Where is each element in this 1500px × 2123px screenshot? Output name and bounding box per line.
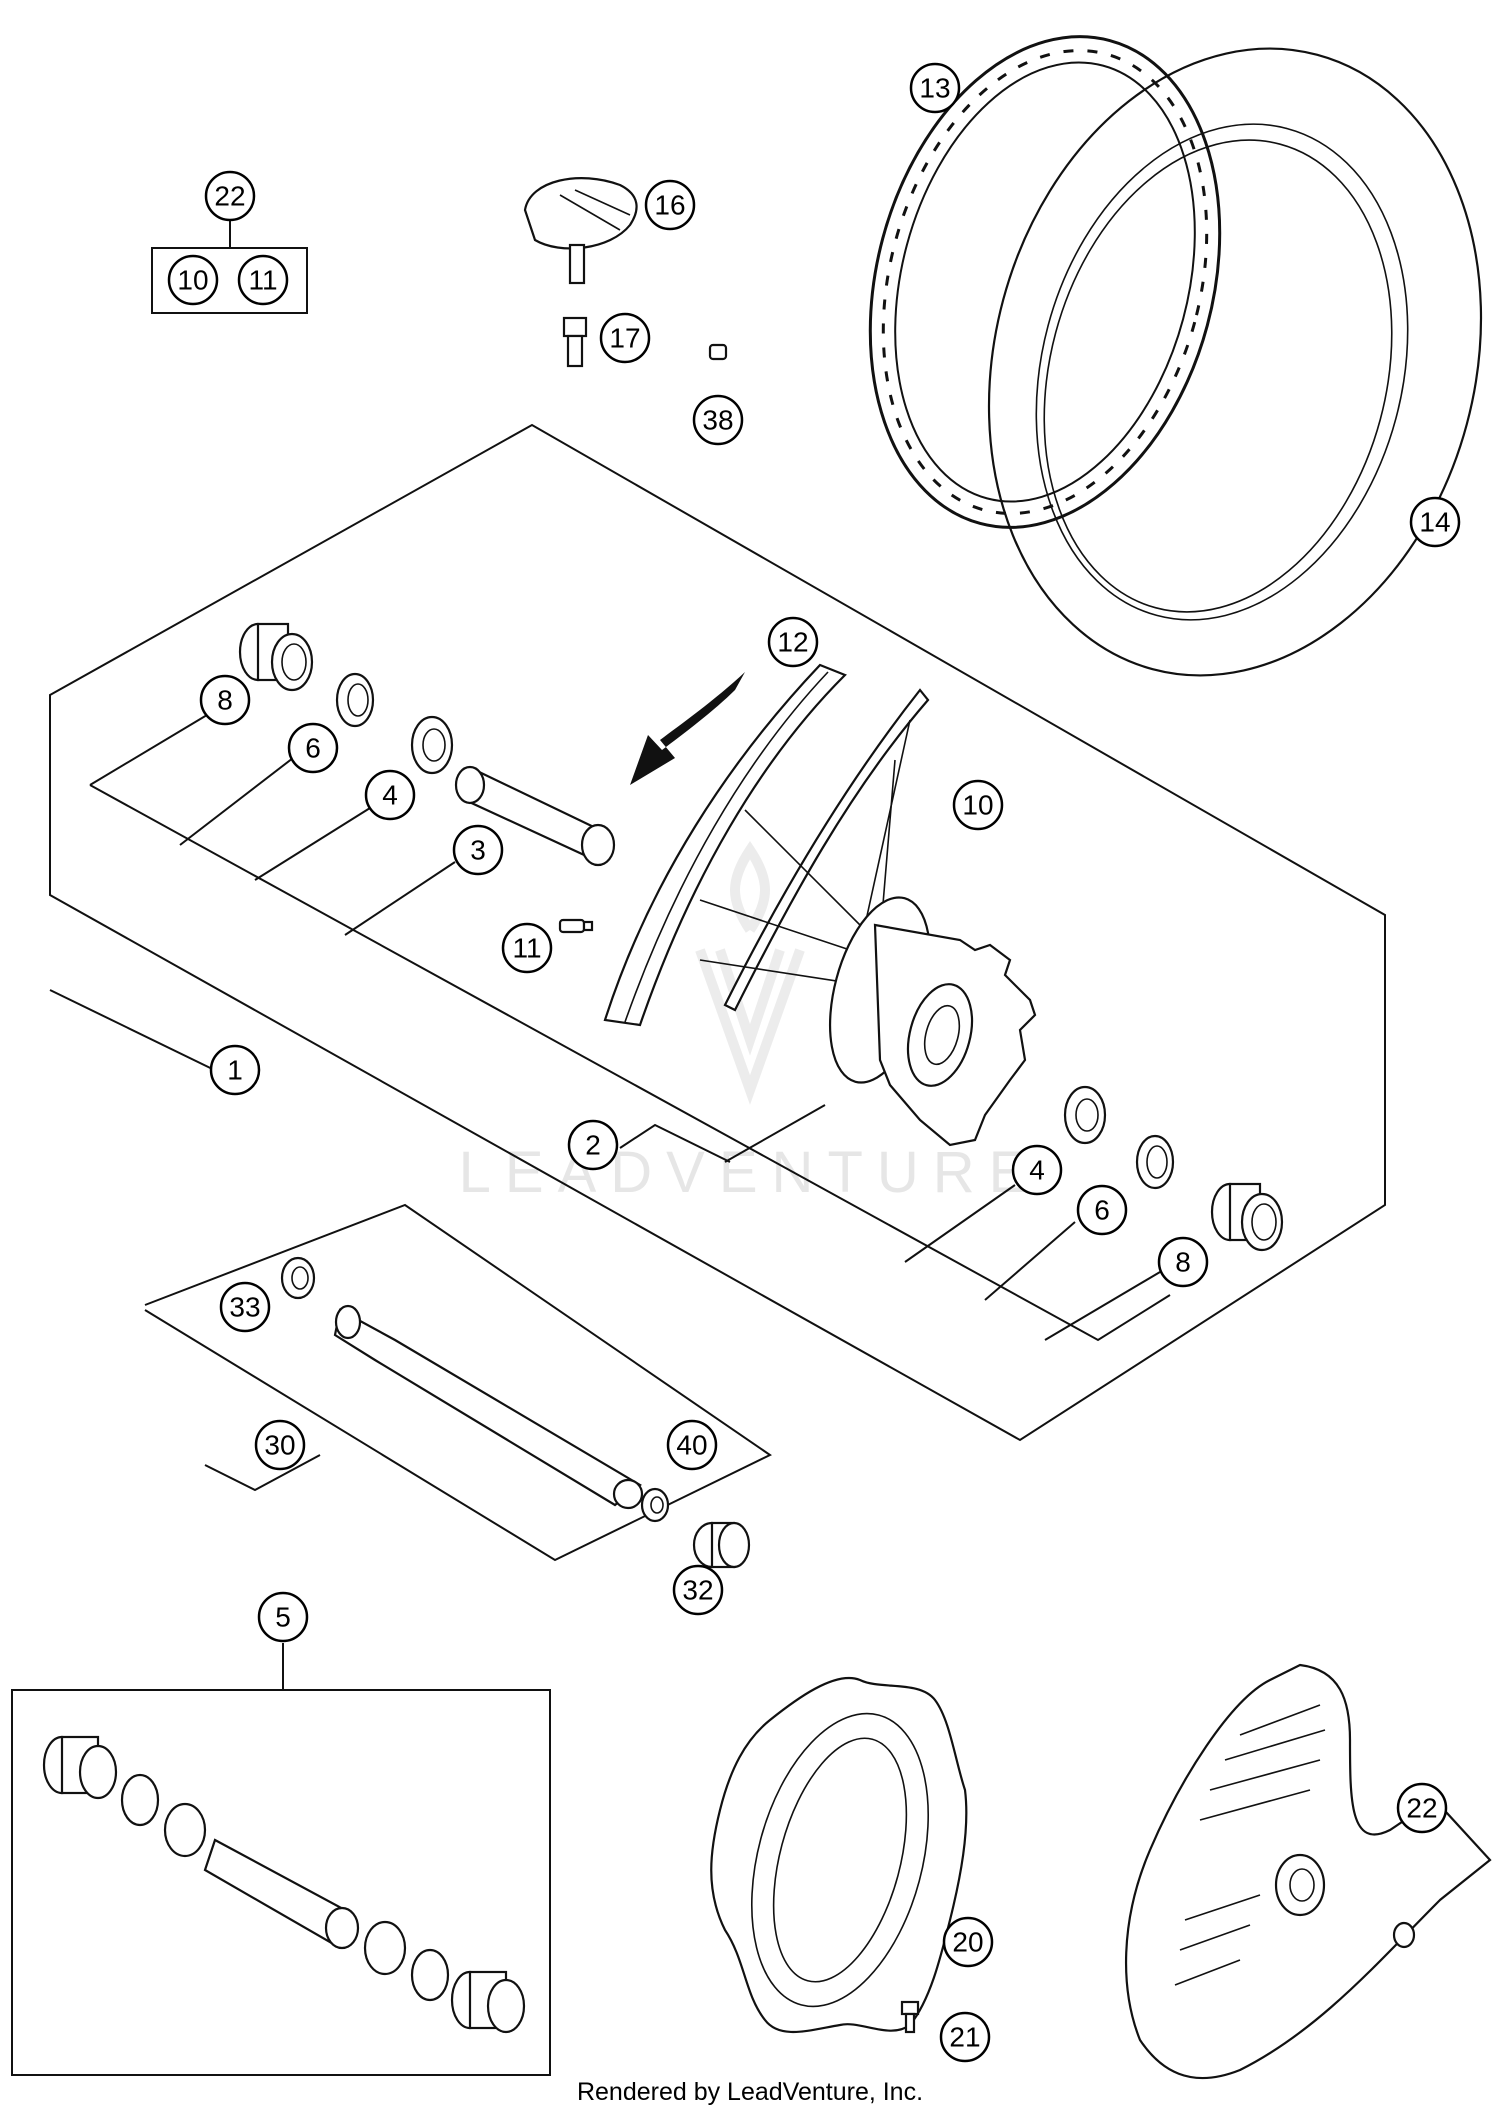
callout-14: 14: [1409, 496, 1461, 548]
wheel-rim: [603, 663, 930, 1027]
callout-label: 6: [1094, 1195, 1110, 1226]
callout-label: 17: [609, 323, 640, 354]
axle-washer: [640, 1487, 670, 1523]
rim-band: [868, 35, 1222, 529]
callout-label: 22: [1406, 1793, 1437, 1824]
callout-5: 5: [257, 1591, 309, 1643]
front-axle: [333, 1304, 644, 1510]
callout-6-left: 6: [287, 722, 339, 774]
callout-label: 10: [962, 790, 993, 821]
callout-label: 33: [229, 1292, 260, 1323]
small-spacer: [708, 343, 728, 361]
axle-spacer: [692, 1521, 751, 1569]
callout-20: 20: [942, 1916, 994, 1968]
callout-label: 22: [214, 181, 245, 212]
callout-1: 1: [209, 1044, 261, 1096]
callout-4-right: 4: [1011, 1144, 1063, 1196]
callout-label: 8: [1175, 1247, 1191, 1278]
footer-credit: Rendered by LeadVenture, Inc.: [576, 2078, 924, 2106]
callout-label: 13: [919, 73, 950, 104]
bearing-right: [1063, 1085, 1107, 1145]
kit-bearing-left: [163, 1802, 207, 1858]
callout-label: 11: [248, 265, 277, 296]
watermark-logo-icon: [695, 840, 805, 1105]
callout-22-valve-kit: 22: [204, 170, 256, 222]
callout-2: 2: [567, 1119, 619, 1171]
callout-label: 14: [1419, 507, 1450, 538]
callout-label: 6: [305, 733, 321, 764]
callout-40: 40: [666, 1419, 718, 1471]
callout-21: 21: [939, 2011, 991, 2063]
callout-label: 10: [177, 265, 208, 296]
callout-label: 3: [470, 835, 486, 866]
seal-left: [238, 622, 314, 692]
kit-bearing-right: [363, 1920, 407, 1976]
callout-label: 12: [777, 627, 808, 658]
callout-label: 32: [682, 1575, 713, 1606]
kit-spacer-right: [410, 1948, 450, 2002]
callout-11-valve: 11: [501, 922, 553, 974]
callout-label: 40: [676, 1430, 707, 1461]
valve-stem: [558, 918, 594, 934]
wheel-subassembly-box: [89, 784, 1171, 1342]
callout-17: 17: [599, 312, 651, 364]
kit-seal-left: [42, 1735, 118, 1800]
valve-nut: [562, 316, 588, 368]
callout-30: 30: [254, 1419, 306, 1471]
axle-nut: [280, 1256, 316, 1300]
callout-label: 8: [217, 685, 233, 716]
callout-38: 38: [692, 394, 744, 446]
leader-lines: [49, 214, 1161, 1690]
distance-sleeve: [454, 765, 616, 867]
callout-12: 12: [767, 616, 819, 668]
callout-label: 38: [702, 405, 733, 436]
spacer-ring-right: [1135, 1134, 1175, 1190]
callout-13: 13: [909, 62, 961, 114]
callout-8-right: 8: [1157, 1236, 1209, 1288]
callout-10-kit: 10: [167, 254, 219, 306]
callout-10-spokes: 10: [952, 779, 1004, 831]
bearing-left: [410, 715, 454, 775]
callout-8-left: 8: [199, 674, 251, 726]
callout-label: 4: [1029, 1155, 1045, 1186]
brake-disc: [710, 1677, 968, 2033]
callout-label: 21: [949, 2022, 980, 2053]
tire: [987, 47, 1483, 677]
spacer-ring-left: [335, 672, 375, 728]
callout-label: 1: [227, 1055, 243, 1086]
kit-seal-right: [450, 1970, 526, 2034]
wheel-hub: [828, 896, 1037, 1147]
callout-label: 30: [264, 1430, 295, 1461]
kit-sleeve: [203, 1838, 360, 1950]
valve-cap: [523, 177, 638, 285]
callout-label: 20: [952, 1927, 983, 1958]
seal-right: [1210, 1182, 1284, 1252]
disc-bolt: [900, 2000, 920, 2034]
callout-32: 32: [672, 1564, 724, 1616]
callout-33: 33: [219, 1281, 271, 1333]
callout-16: 16: [644, 179, 696, 231]
axle-box: [144, 1203, 772, 1562]
callout-label: 4: [382, 780, 398, 811]
rotation-direction-arrow-icon: [630, 672, 745, 785]
callout-label: 11: [512, 933, 541, 964]
wheel-assembly-box: [49, 423, 1386, 1442]
bearing-kit-box: [11, 1689, 551, 2076]
kit-spacer-left: [120, 1773, 160, 1827]
callout-3: 3: [452, 824, 504, 876]
brake-disc-guard: [1124, 1663, 1492, 2080]
callout-label: 5: [275, 1602, 291, 1633]
callout-label: 2: [585, 1130, 601, 1161]
callout-4-left: 4: [364, 769, 416, 821]
callout-22-disc-guard: 22: [1396, 1782, 1448, 1834]
callout-11-kit: 11: [237, 254, 289, 306]
watermark-text: LEADVENTURE: [459, 1140, 1042, 1205]
callout-label: 16: [654, 190, 685, 221]
callout-6-right: 6: [1076, 1184, 1128, 1236]
